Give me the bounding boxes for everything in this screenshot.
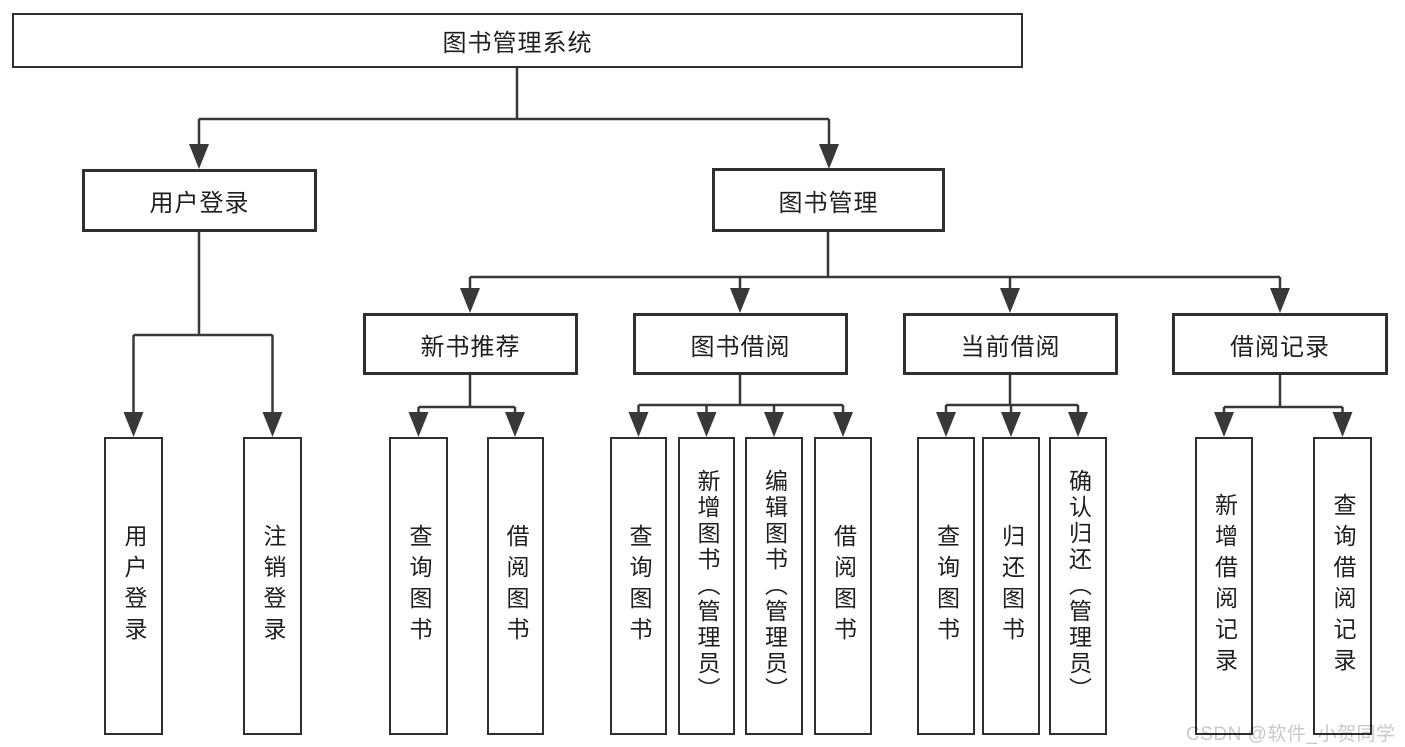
leaf-label: 借阅图书 <box>830 524 857 648</box>
node-book-borrow-label: 图书借阅 <box>690 333 791 361</box>
leaf-label: 编辑图书（管理员） <box>761 469 788 703</box>
node-book-borrow: 图书借阅 <box>633 313 848 375</box>
node-user-login: 用户登录 <box>82 169 317 232</box>
leaf-borrow-add-books-admin: 新增图书（管理员） <box>678 437 735 735</box>
node-new-book-recommend: 新书推荐 <box>363 313 578 375</box>
watermark: CSDN @软件_小贺同学 <box>1186 724 1396 745</box>
node-root: 图书管理系统 <box>12 13 1023 68</box>
leaf-user-login: 用户登录 <box>104 437 163 735</box>
leaf-label: 查询借阅记录 <box>1330 493 1356 679</box>
node-current-borrow-label: 当前借阅 <box>960 333 1061 361</box>
node-book-management: 图书管理 <box>712 168 945 232</box>
leaf-label: 查询图书 <box>933 524 960 648</box>
leaf-label: 借阅图书 <box>503 524 529 648</box>
leaf-current-return-books: 归还图书 <box>982 437 1040 735</box>
node-borrow-records: 借阅记录 <box>1172 313 1388 375</box>
leaf-label: 注销登录 <box>260 524 286 648</box>
leaf-borrow-edit-books-admin: 编辑图书（管理员） <box>745 437 803 735</box>
leaf-newbook-query-books: 查询图书 <box>389 437 448 735</box>
leaf-label: 新增图书（管理员） <box>694 469 720 703</box>
leaf-label: 确认归还（管理员） <box>1065 469 1092 703</box>
leaf-newbook-borrow-books: 借阅图书 <box>487 437 544 735</box>
leaf-current-confirm-return-admin: 确认归还（管理员） <box>1049 437 1107 735</box>
leaf-label: 用户登录 <box>121 524 147 648</box>
node-book-management-label: 图书管理 <box>778 189 879 217</box>
node-user-login-label: 用户登录 <box>149 190 250 217</box>
leaf-label: 新增借阅记录 <box>1211 493 1238 679</box>
leaf-label: 归还图书 <box>998 524 1025 648</box>
node-new-book-recommend-label: 新书推荐 <box>420 333 521 361</box>
leaf-label: 查询图书 <box>626 524 652 648</box>
node-borrow-records-label: 借阅记录 <box>1230 333 1330 361</box>
leaf-current-query-books: 查询图书 <box>917 437 975 735</box>
leaf-logout-login: 注销登录 <box>243 437 302 735</box>
leaf-label: 查询图书 <box>406 524 432 648</box>
leaf-records-add-record: 新增借阅记录 <box>1195 437 1253 735</box>
leaf-borrow-query-books: 查询图书 <box>610 437 667 735</box>
leaf-records-query-record: 查询借阅记录 <box>1313 437 1372 735</box>
leaf-borrow-borrow-books: 借阅图书 <box>814 437 872 735</box>
node-root-label: 图书管理系统 <box>442 30 593 57</box>
node-current-borrow: 当前借阅 <box>903 313 1118 375</box>
